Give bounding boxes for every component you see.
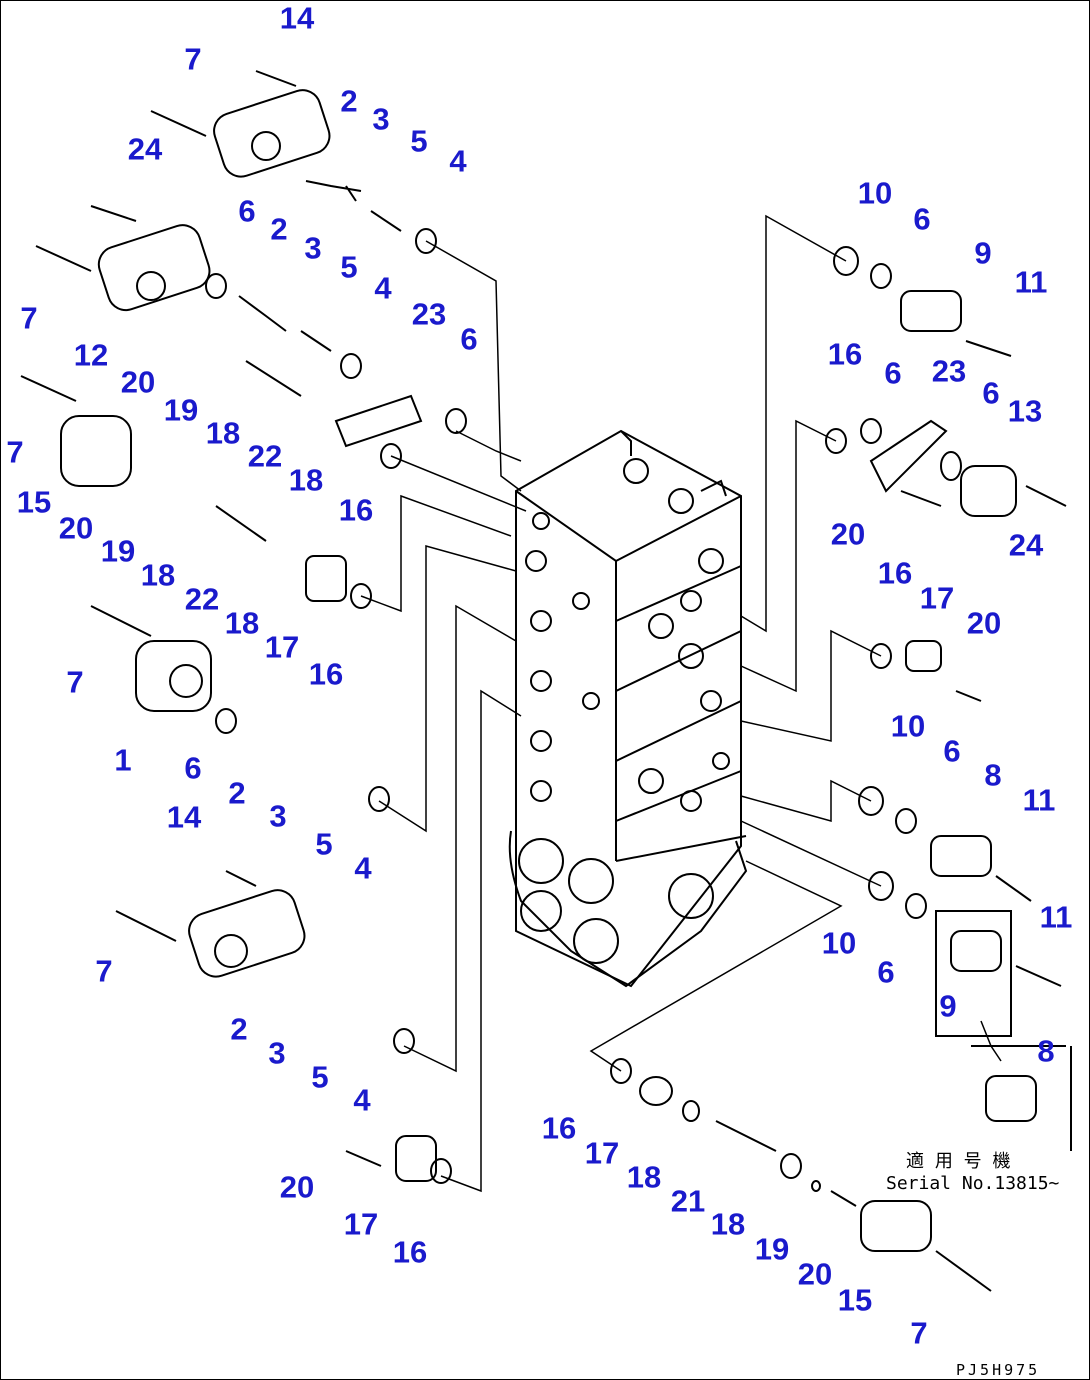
- callout-20: 20: [797, 1256, 833, 1292]
- callout-7: 7: [66, 664, 84, 700]
- callout-17: 17: [919, 580, 955, 616]
- callout-8: 8: [984, 757, 1002, 793]
- callout-11: 11: [1022, 782, 1056, 818]
- callout-2: 2: [340, 83, 358, 119]
- callout-18: 18: [626, 1159, 662, 1195]
- callout-17: 17: [343, 1206, 379, 1242]
- connection-lines: [360, 214, 1002, 1193]
- callout-18: 18: [710, 1206, 746, 1242]
- callout-21: 21: [670, 1183, 706, 1219]
- callout-7: 7: [184, 41, 202, 77]
- callout-10: 10: [857, 175, 893, 211]
- callout-24: 24: [1008, 527, 1044, 563]
- callout-7: 7: [95, 953, 113, 989]
- callout-11: 11: [1014, 264, 1048, 300]
- callout-23: 23: [411, 296, 447, 332]
- callout-15: 15: [16, 484, 52, 520]
- serial-note: Serial No.13815~: [886, 1173, 1060, 1194]
- callout-18: 18: [205, 415, 241, 451]
- callout-20: 20: [830, 516, 866, 552]
- part-drawings: [20, 70, 1072, 1292]
- callout-10: 10: [821, 925, 857, 961]
- callout-4: 4: [374, 270, 392, 306]
- callout-20: 20: [120, 364, 156, 400]
- callout-18: 18: [224, 605, 260, 641]
- callout-6: 6: [884, 355, 902, 391]
- callout-3: 3: [372, 101, 390, 137]
- callout-8: 8: [1037, 1033, 1055, 1069]
- callout-16: 16: [877, 555, 913, 591]
- callout-1: 1: [114, 742, 132, 778]
- callout-6: 6: [982, 375, 1000, 411]
- callout-18: 18: [140, 557, 176, 593]
- callout-6: 6: [943, 733, 961, 769]
- callout-2: 2: [270, 211, 288, 247]
- callout-19: 19: [754, 1231, 790, 1267]
- callout-5: 5: [410, 123, 428, 159]
- callout-6: 6: [877, 954, 895, 990]
- callout-11: 11: [1039, 899, 1073, 935]
- callout-5: 5: [315, 826, 333, 862]
- callout-5: 5: [311, 1059, 329, 1095]
- callout-2: 2: [230, 1011, 248, 1047]
- callout-7: 7: [910, 1315, 928, 1351]
- callout-12: 12: [73, 337, 109, 373]
- callout-4: 4: [354, 850, 372, 886]
- callout-16: 16: [338, 492, 374, 528]
- callout-16: 16: [541, 1110, 577, 1146]
- callout-6: 6: [460, 321, 478, 357]
- callout-4: 4: [353, 1082, 371, 1118]
- callout-16: 16: [392, 1234, 428, 1270]
- callout-3: 3: [269, 798, 287, 834]
- callout-7: 7: [6, 434, 24, 470]
- callout-18: 18: [288, 462, 324, 498]
- callout-20: 20: [966, 605, 1002, 641]
- callout-9: 9: [939, 988, 957, 1024]
- callout-3: 3: [304, 230, 322, 266]
- callout-19: 19: [100, 533, 136, 569]
- callout-5: 5: [340, 249, 358, 285]
- callout-17: 17: [584, 1135, 620, 1171]
- callout-7: 7: [20, 300, 38, 336]
- callout-22: 22: [184, 581, 220, 617]
- callout-15: 15: [837, 1282, 873, 1318]
- valve-body: [508, 429, 748, 988]
- callout-16: 16: [308, 656, 344, 692]
- callout-16: 16: [827, 336, 863, 372]
- serial-note-japanese: 適 用 号 機: [906, 1151, 1011, 1172]
- callout-6: 6: [184, 750, 202, 786]
- callout-20: 20: [279, 1169, 315, 1205]
- callout-2: 2: [228, 775, 246, 811]
- callout-14: 14: [279, 0, 315, 36]
- callout-24: 24: [127, 131, 163, 167]
- callout-6: 6: [238, 193, 256, 229]
- callout-23: 23: [931, 353, 967, 389]
- callout-6: 6: [913, 201, 931, 237]
- callout-13: 13: [1007, 393, 1043, 429]
- callout-20: 20: [58, 510, 94, 546]
- callout-19: 19: [163, 392, 199, 428]
- callout-10: 10: [890, 708, 926, 744]
- callout-14: 14: [166, 799, 202, 835]
- callout-17: 17: [264, 629, 300, 665]
- drawing-code: PJ5H975: [956, 1361, 1041, 1379]
- callout-4: 4: [449, 143, 467, 179]
- callout-3: 3: [268, 1035, 286, 1071]
- callout-9: 9: [974, 235, 992, 271]
- callout-22: 22: [247, 438, 283, 474]
